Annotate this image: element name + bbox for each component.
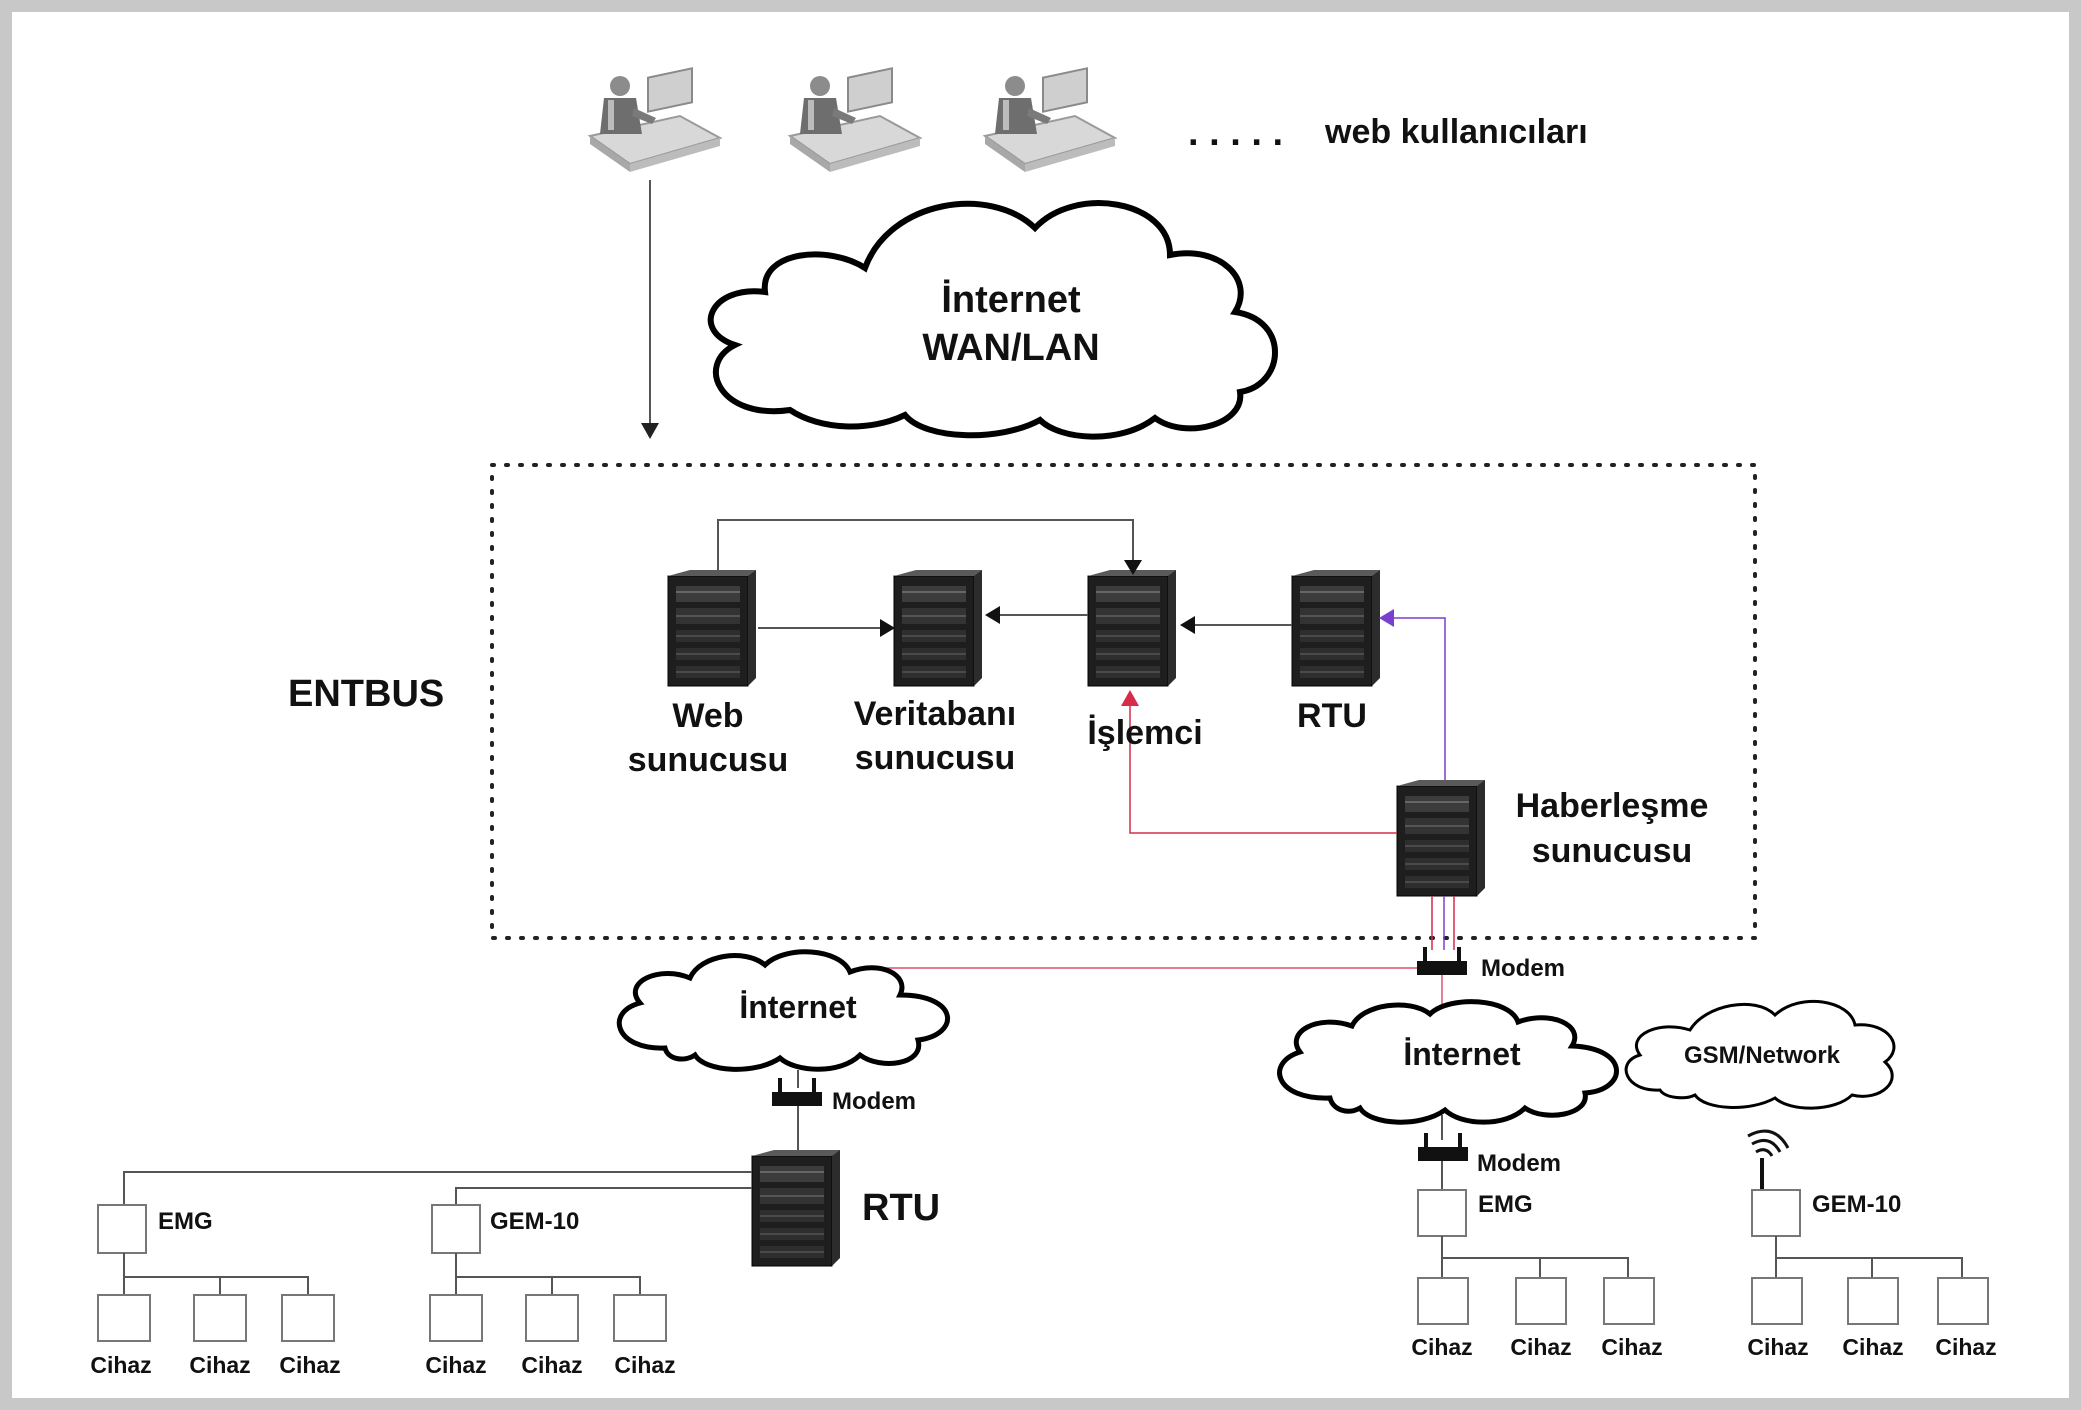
web-user-icon: [984, 67, 1116, 173]
entbus-label: ENTBUS: [288, 673, 444, 715]
processor-to-db-arrowhead: [985, 606, 1000, 624]
cihaz-box: [525, 1294, 579, 1342]
right-cloud-label: İnternet: [1403, 1036, 1521, 1072]
emg-device-box: [1417, 1189, 1467, 1237]
right-emg-label: EMG: [1478, 1191, 1533, 1218]
main-cloud-line1: İnternet: [941, 279, 1081, 321]
cihaz-box: [613, 1294, 667, 1342]
cihaz-label: Cihaz: [1411, 1334, 1472, 1360]
modem-label-right: Modem: [1477, 1150, 1561, 1177]
cihaz-box: [1603, 1277, 1655, 1325]
cihaz-box: [193, 1294, 247, 1342]
wireless-antenna-icon: [1747, 1129, 1790, 1190]
users-arrowhead: [641, 423, 659, 439]
cihaz-box: [1417, 1277, 1469, 1325]
rtu-to-gem-line: [455, 1187, 752, 1205]
rtu-server-label: RTU: [1297, 697, 1367, 735]
web-user-icon: [589, 67, 721, 173]
left-internet-cloud: [616, 949, 950, 1072]
web-to-db-arrowhead: [880, 619, 895, 637]
emg-device-box: [97, 1204, 147, 1254]
modem-icon-top: [1417, 947, 1467, 975]
left-cloud-label: İnternet: [739, 989, 857, 1025]
cihaz-box: [1847, 1277, 1899, 1325]
entbus-boundary: [490, 463, 1757, 940]
cihaz-label: Cihaz: [1601, 1334, 1662, 1360]
cihaz-box: [429, 1294, 483, 1342]
modem-label-left: Modem: [832, 1088, 916, 1115]
cihaz-box: [97, 1294, 151, 1342]
communication-server-icon: [1396, 779, 1486, 897]
web-server-label-1: Web: [672, 697, 743, 735]
gsm-network-cloud: [1624, 1000, 1896, 1110]
comm-server-label-1: Haberleşme: [1516, 787, 1709, 825]
cihaz-label: Cihaz: [1935, 1334, 1996, 1360]
rtu-to-processor-arrowhead: [1180, 616, 1195, 634]
comm-server-label-2: sunucusu: [1532, 832, 1693, 870]
left-emg-bus: [123, 1253, 309, 1295]
comm-to-rtu-purple-line: [1388, 617, 1446, 780]
cihaz-box: [1515, 1277, 1567, 1325]
rtu-server-icon: [1291, 569, 1381, 687]
comm-to-rtu-purple-arrowhead: [1379, 609, 1394, 627]
cihaz-label: Cihaz: [279, 1352, 340, 1378]
left-gem-label: GEM-10: [490, 1208, 579, 1235]
web-server-label-2: sunucusu: [628, 741, 789, 779]
main-internet-cloud: [707, 200, 1278, 440]
cihaz-label: Cihaz: [425, 1352, 486, 1378]
cihaz-label: Cihaz: [521, 1352, 582, 1378]
cihaz-label: Cihaz: [1747, 1334, 1808, 1360]
field-rtu-icon: [751, 1149, 841, 1267]
processor-label: İşlemci: [1087, 714, 1202, 752]
cihaz-box: [1751, 1277, 1803, 1325]
right-emg-bus: [1441, 1236, 1629, 1278]
left-gem-bus: [455, 1253, 641, 1295]
web-server-icon: [667, 569, 757, 687]
db-server-label-2: sunucusu: [855, 739, 1016, 777]
database-server-icon: [893, 569, 983, 687]
web-to-processor-line: [717, 519, 1134, 570]
right-gem-bus: [1775, 1236, 1963, 1278]
cihaz-label: Cihaz: [614, 1352, 675, 1378]
main-cloud-line2: WAN/LAN: [922, 327, 1099, 369]
gem-device-box: [1751, 1189, 1801, 1237]
cihaz-label: Cihaz: [90, 1352, 151, 1378]
users-dots: . . . . .: [1188, 112, 1283, 154]
right-internet-cloud: [1277, 999, 1619, 1125]
rtu-to-emg-line: [123, 1171, 752, 1205]
gsm-cloud-label: GSM/Network: [1684, 1042, 1841, 1069]
comm-to-processor-red-arrowhead: [1121, 690, 1139, 706]
field-rtu-label: RTU: [862, 1187, 940, 1229]
comm-to-processor-red-line: [1129, 700, 1397, 834]
processor-server-icon: [1087, 569, 1177, 687]
cihaz-label: Cihaz: [189, 1352, 250, 1378]
cihaz-box: [1937, 1277, 1989, 1325]
web-users-label: web kullanıcıları: [1324, 113, 1588, 151]
modem-label-top: Modem: [1481, 955, 1565, 982]
cihaz-box: [281, 1294, 335, 1342]
right-gem-label: GEM-10: [1812, 1191, 1901, 1218]
db-server-label-1: Veritabanı: [854, 695, 1017, 733]
web-to-processor-arrowhead: [1124, 560, 1142, 575]
gem-device-box: [431, 1204, 481, 1254]
left-emg-label: EMG: [158, 1208, 213, 1235]
web-user-icon: [789, 67, 921, 173]
cihaz-label: Cihaz: [1842, 1334, 1903, 1360]
cihaz-label: Cihaz: [1510, 1334, 1571, 1360]
